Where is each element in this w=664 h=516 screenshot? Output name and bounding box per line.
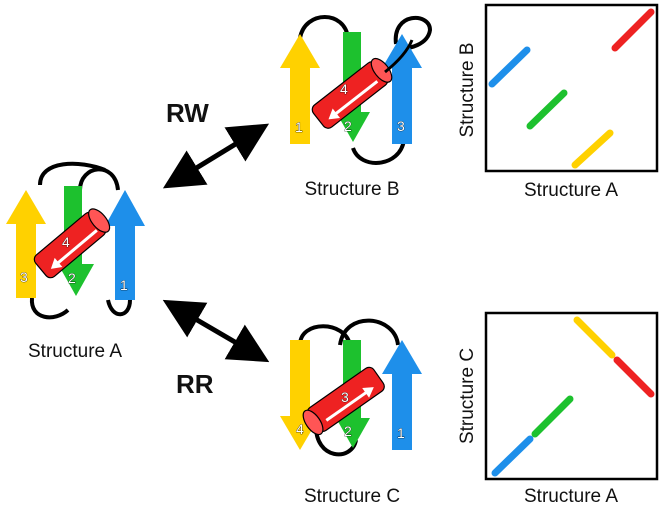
rr-label: RR [176, 369, 214, 399]
structure-c-num-4: 4 [296, 421, 304, 437]
structure-a-label: Structure A [28, 341, 122, 362]
plot-a-vs-b-ylabel: Structure B [457, 42, 478, 137]
structure-a-num-1: 1 [120, 277, 128, 293]
plot-a-vs-c-yellow-segment [573, 316, 616, 359]
structure-c-num-2: 2 [344, 423, 352, 439]
structure-b-strand-1 [280, 34, 320, 144]
plot-a-vs-c: Structure A Structure C [457, 311, 659, 507]
structure-c-strand-1 [382, 340, 422, 450]
plot-a-vs-c-blue-segment [491, 435, 534, 477]
structure-c-num-3: 3 [341, 389, 349, 405]
plot-a-vs-b-blue-segment [488, 46, 531, 88]
structure-a-num-2: 2 [68, 270, 76, 286]
structure-c-helix-3 [302, 366, 385, 436]
structure-b-label: Structure B [304, 179, 399, 200]
double-arrow-rw [162, 123, 270, 189]
structure-a-topology: 3 2 1 4 [6, 161, 145, 320]
structure-b-helix-4 [311, 57, 393, 129]
plot-a-vs-c-green-segment [531, 395, 574, 438]
plot-a-vs-c-xlabel: Structure A [524, 486, 618, 507]
structure-a-num-4: 4 [62, 234, 70, 250]
structure-b-num-3: 3 [397, 118, 405, 134]
plot-a-vs-b-green-segment [526, 89, 568, 130]
plot-a-vs-b: Structure A Structure B [457, 3, 659, 201]
plot-a-vs-c-ylabel: Structure C [457, 348, 478, 444]
structure-c-topology: 4 2 1 3 [280, 318, 422, 457]
plot-a-vs-c-red-segment [613, 356, 655, 398]
structure-a-helix-4 [33, 208, 111, 279]
plot-a-vs-b-red-segment [611, 8, 655, 52]
rw-label: RW [166, 98, 209, 128]
structure-a-strand-3 [6, 190, 46, 298]
structure-b-num-2: 2 [344, 118, 352, 134]
structure-b-num-1: 1 [295, 119, 303, 135]
structure-c-label: Structure C [304, 486, 400, 507]
double-arrow-rr [162, 299, 270, 363]
plot-a-vs-b-yellow-segment [571, 129, 614, 169]
structure-b-num-4: 4 [340, 81, 348, 97]
plot-a-vs-b-xlabel: Structure A [524, 180, 618, 201]
structure-a-strand-1 [105, 190, 145, 300]
structure-b-strand-3 [382, 34, 422, 144]
structure-a-num-3: 3 [20, 269, 28, 285]
structure-c-num-1: 1 [397, 425, 405, 441]
structure-b-topology: 1 2 3 4 [280, 15, 433, 165]
